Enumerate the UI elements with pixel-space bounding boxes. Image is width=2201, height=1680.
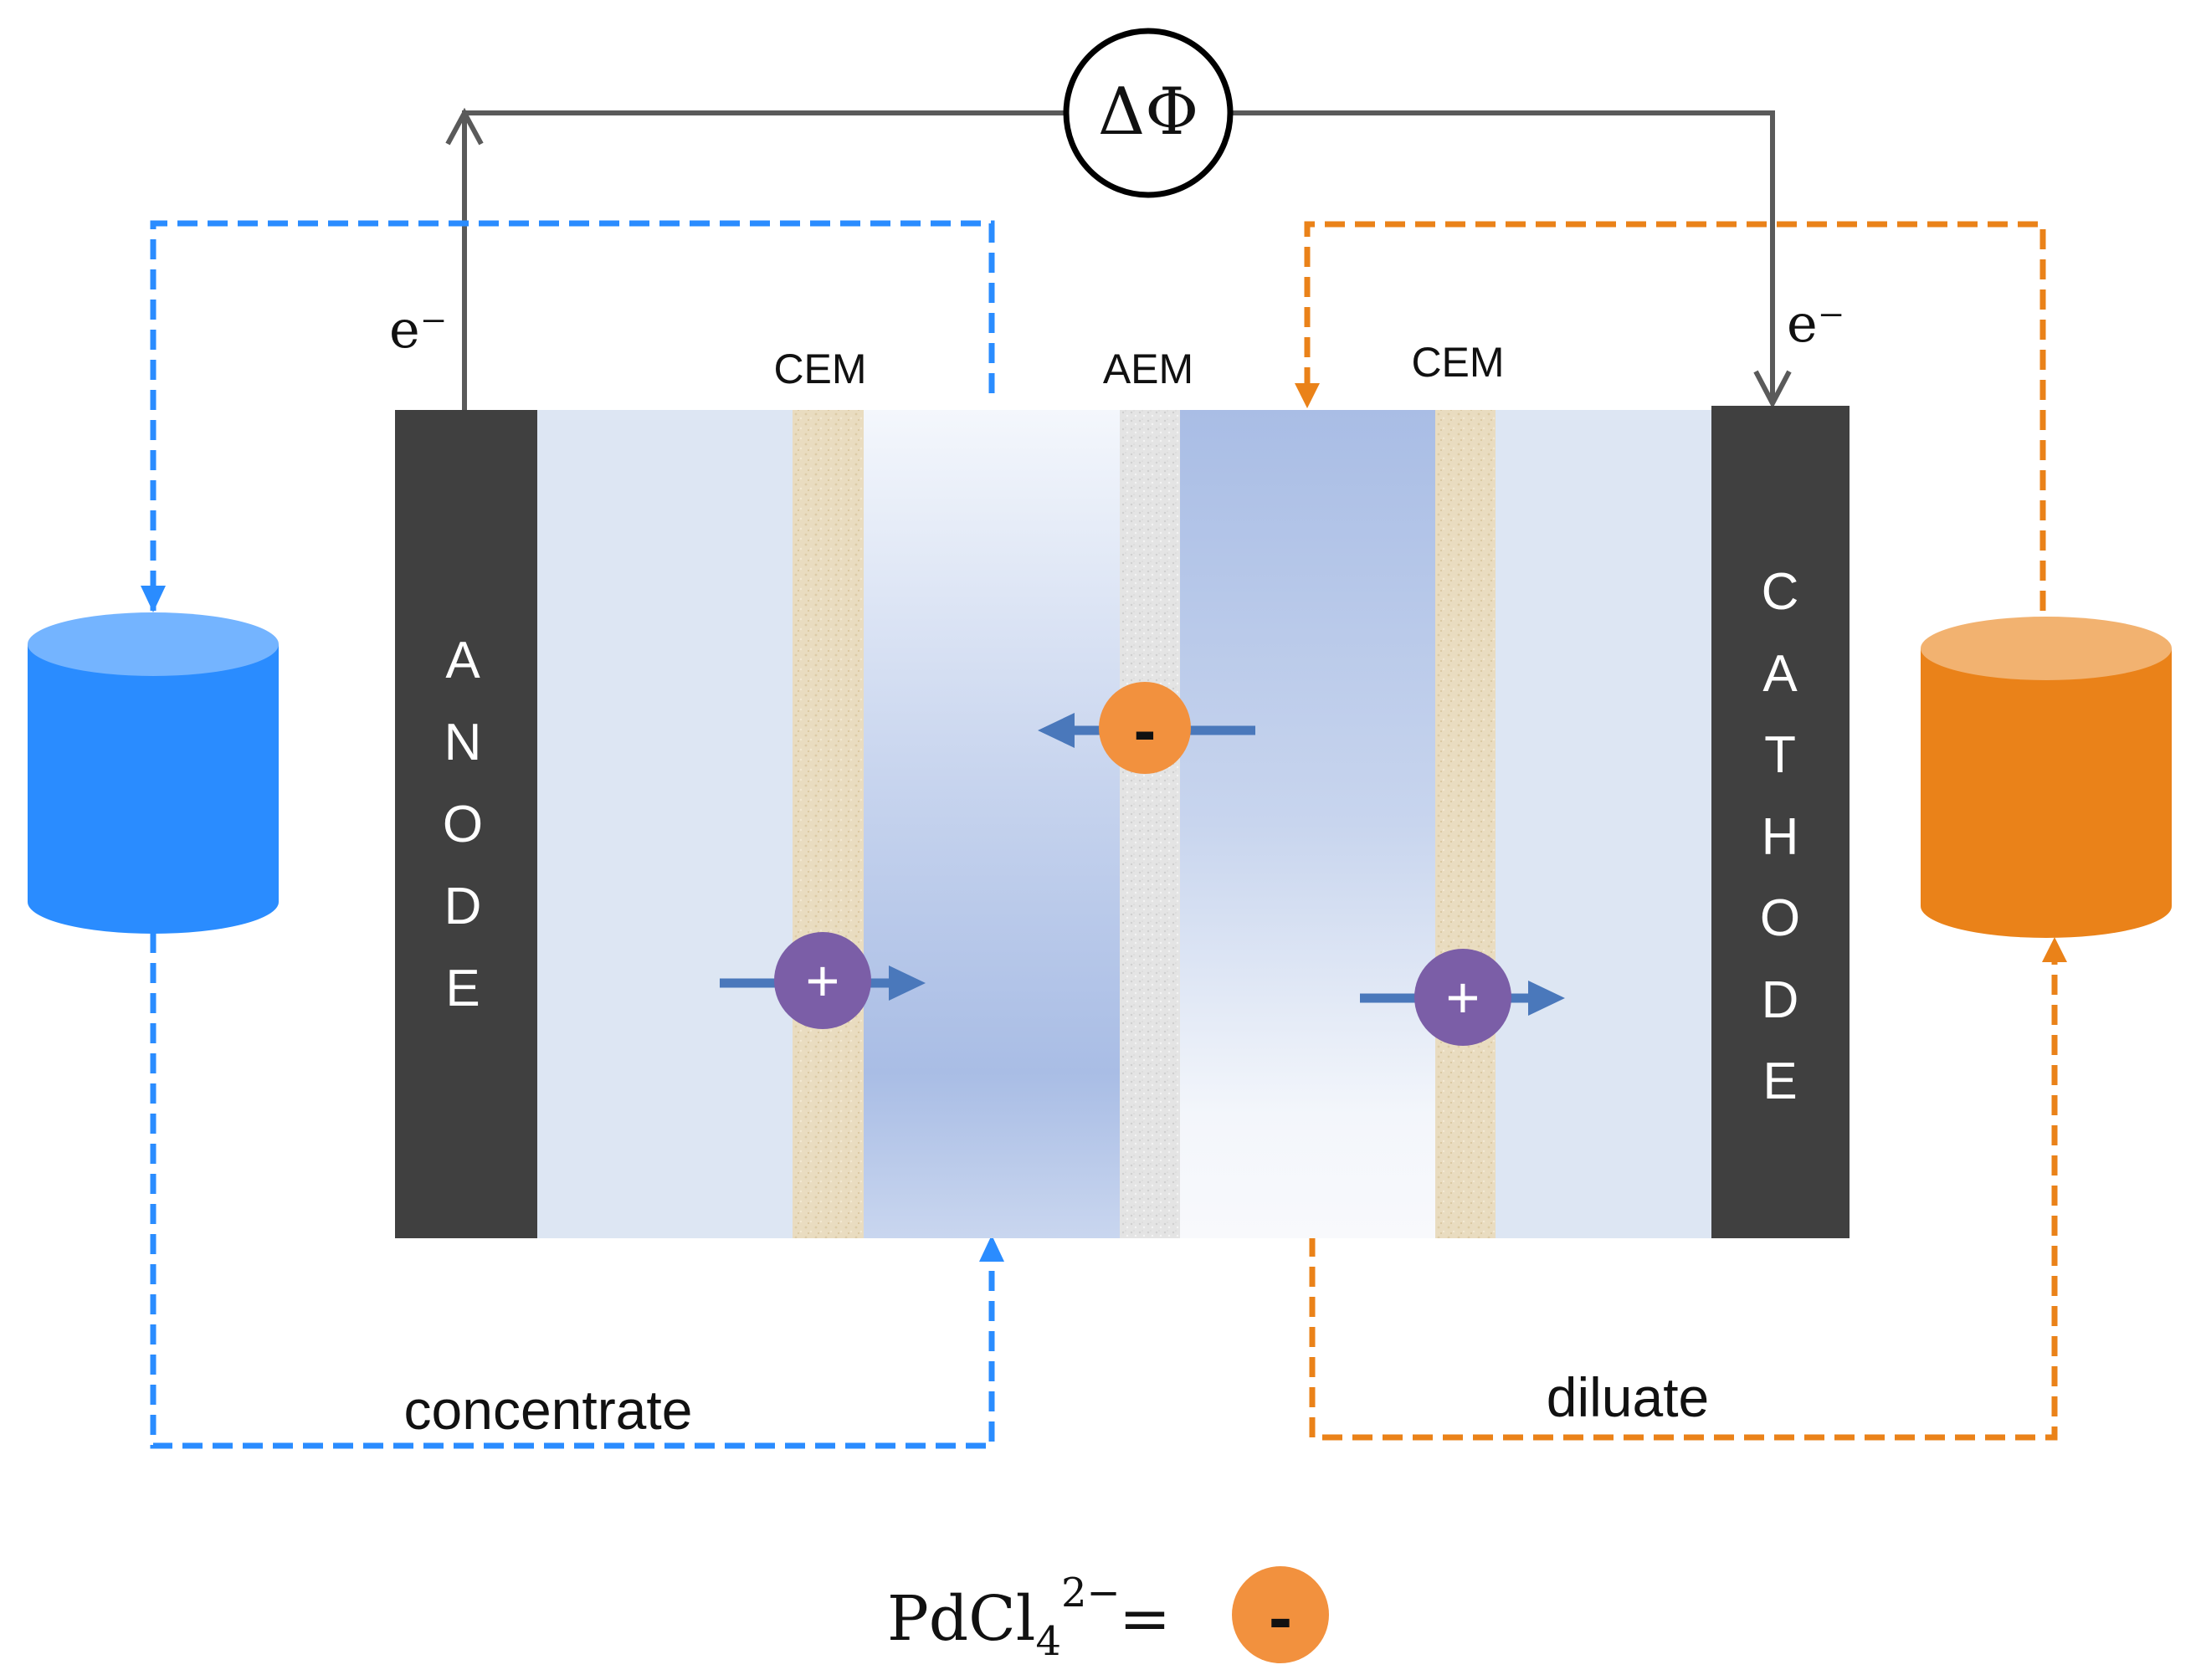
concentrate-return-line (150, 933, 995, 1449)
concentrate-outlet-line (150, 220, 995, 611)
anode-letter: O (443, 796, 483, 853)
cathode-letter: H (1762, 808, 1799, 866)
cem-left-membrane (793, 410, 864, 1238)
concentrate-loop: concentrate (141, 220, 1004, 1449)
cathode-letter: D (1762, 971, 1799, 1029)
cem-right-membrane (1435, 410, 1496, 1238)
potential-symbol: ΔΦ (1098, 74, 1198, 150)
cem-right-label: CEM (1411, 339, 1504, 386)
cathode-label: C A T H O D E (1760, 563, 1800, 1110)
anode-letter: E (445, 960, 480, 1017)
anion-transport: - (1038, 682, 1255, 774)
cation-symbol: + (1446, 965, 1480, 1030)
concentrate-tank (28, 612, 279, 934)
cation-ion (1414, 949, 1511, 1046)
cathode-letter: E (1762, 1053, 1797, 1110)
diluate-tank (1921, 617, 2172, 938)
cathode-letter: T (1764, 726, 1796, 784)
cation-ion (774, 932, 871, 1029)
concentrate-arrowhead-down-icon (141, 586, 166, 612)
electron-label-right: e⁻ (1787, 293, 1844, 354)
electron-label-left: e⁻ (389, 299, 447, 360)
electron-arrowhead-down-icon (1753, 370, 1792, 409)
cation-transport-right: + (1360, 949, 1565, 1046)
anode-compartment (537, 410, 793, 1238)
cation-symbol: + (806, 948, 840, 1013)
wire-right (1230, 110, 1775, 402)
aem-membrane (1120, 410, 1180, 1238)
cation-transport-left: + (720, 932, 926, 1029)
anion-symbol: - (1134, 693, 1157, 767)
legend-equals: = (1119, 1583, 1171, 1655)
anode-letter: A (445, 632, 480, 689)
cathode-electrode (1711, 406, 1850, 1238)
cem-left-label: CEM (773, 346, 866, 392)
external-circuit: ΔΦ e⁻ e⁻ (389, 28, 1844, 410)
legend-anion-ion (1232, 1566, 1329, 1663)
arrowhead-right-icon (889, 965, 926, 1001)
anode-electrode (395, 410, 537, 1238)
anode-label: A N O D E (443, 632, 483, 1017)
diluate-outlet-line (1304, 221, 2046, 611)
diluate-compartment (1180, 410, 1435, 1238)
electron-arrowhead-up-icon (445, 107, 484, 146)
legend-anion-symbol: - (1269, 1578, 1292, 1657)
legend-formula: PdCl42− (887, 1570, 1121, 1665)
diluate-loop: diluate (1295, 221, 2067, 1441)
cathode-letter: C (1762, 563, 1799, 621)
legend: PdCl42− = - (887, 1566, 1329, 1665)
diluate-label: diluate (1547, 1366, 1710, 1428)
legend-superscript: 2− (1061, 1570, 1121, 1616)
concentrate-label: concentrate (404, 1379, 693, 1441)
diluate-arrowhead-down-icon (1295, 383, 1320, 408)
cell-stack (395, 406, 1850, 1238)
arrowhead-left-icon (1038, 713, 1075, 748)
diluate-arrowhead-up-icon (2042, 937, 2067, 962)
anode-letter: D (444, 878, 482, 935)
concentrate-compartment (864, 410, 1120, 1238)
diluate-return-line (1309, 954, 2058, 1441)
cathode-compartment (1496, 410, 1711, 1238)
wire-left (462, 110, 1071, 410)
potential-source-circle (1063, 28, 1234, 198)
anode-letter: N (444, 714, 482, 771)
legend-species: PdCl (887, 1583, 1035, 1655)
cathode-letter: O (1760, 889, 1800, 947)
anion-ion (1099, 682, 1191, 774)
arrowhead-right-icon (1528, 981, 1565, 1016)
concentrate-arrowhead-up-icon (979, 1235, 1004, 1262)
aem-label: AEM (1103, 346, 1193, 392)
legend-subscript: 4 (1035, 1618, 1061, 1665)
cathode-letter: A (1762, 645, 1798, 703)
